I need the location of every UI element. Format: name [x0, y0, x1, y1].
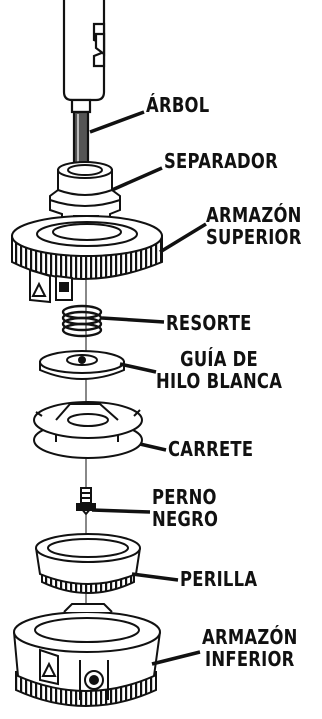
label-perno-negro: PERNO NEGRO — [152, 486, 218, 530]
label-guia-line2: HILO BLANCA — [156, 369, 283, 393]
label-armazon-inferior-line1: ARMAZÓN — [202, 625, 298, 649]
separator-part — [49, 161, 121, 223]
label-guia-hilo: GUÍA DE HILO BLANCA — [156, 348, 282, 392]
shaft-part — [62, 0, 106, 170]
label-armazon-inferior: ARMAZÓN INFERIOR — [202, 626, 298, 670]
label-resorte: RESORTE — [166, 311, 252, 335]
label-armazon-superior-line1: ARMAZÓN — [206, 203, 302, 227]
label-perno-line2: NEGRO — [152, 507, 219, 531]
label-separador: SEPARADOR — [164, 149, 278, 173]
line-guide-part — [39, 350, 125, 380]
label-armazon-superior: ARMAZÓN SUPERIOR — [206, 204, 302, 248]
label-perilla: PERILLA — [180, 567, 258, 591]
upper-housing-part — [11, 215, 163, 304]
label-armazon-inferior-line2: INFERIOR — [205, 647, 295, 671]
label-guia-line1: GUÍA DE — [180, 347, 258, 371]
knob-part — [35, 533, 141, 594]
label-perno-line1: PERNO — [152, 485, 217, 509]
label-arbol: ÁRBOL — [146, 93, 210, 117]
spool-part — [33, 401, 143, 459]
bolt-part — [76, 487, 96, 516]
lower-housing-part — [13, 603, 161, 707]
spring-part — [61, 304, 103, 338]
leader-lines — [89, 110, 207, 666]
label-carrete: CARRETE — [168, 437, 254, 461]
label-armazon-superior-line2: SUPERIOR — [206, 225, 302, 249]
